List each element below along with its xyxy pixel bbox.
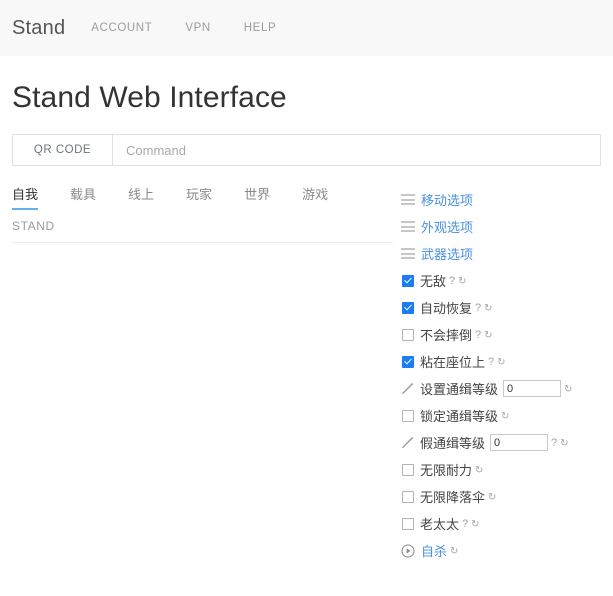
option-row[interactable]: 无限耐力↻ (401, 456, 613, 483)
play-icon[interactable] (401, 544, 415, 558)
breadcrumb: STAND (12, 219, 55, 233)
option-row[interactable]: 移动选项 (401, 186, 613, 213)
hamburger-icon[interactable] (401, 221, 415, 232)
option-row[interactable]: 外观选项 (401, 213, 613, 240)
loop-icon[interactable]: ↻ (488, 491, 497, 503)
tab-bar: 自我 载具 线上 玩家 世界 游戏 (12, 184, 393, 210)
loop-icon[interactable]: ↻ (564, 383, 573, 395)
qr-code-button[interactable]: QR CODE (12, 134, 113, 166)
options-list: 移动选项外观选项武器选项无敌?↻自动恢复?↻不会摔倒?↻粘在座位上?↻设置通缉等… (401, 184, 613, 564)
option-row[interactable]: 不会摔倒?↻ (401, 321, 613, 348)
loop-icon[interactable]: ↻ (450, 545, 459, 557)
option-label: 自动恢复 (420, 301, 473, 316)
hamburger-icon[interactable] (401, 194, 415, 205)
checkbox-icon[interactable] (402, 490, 414, 503)
checkbox-icon[interactable] (402, 301, 414, 314)
loop-icon[interactable]: ↻ (501, 410, 510, 422)
pencil-icon[interactable] (401, 436, 414, 449)
option-label[interactable]: 自杀 (421, 544, 448, 559)
checkbox-icon[interactable] (402, 355, 414, 368)
right-column: 移动选项外观选项武器选项无敌?↻自动恢复?↻不会摔倒?↻粘在座位上?↻设置通缉等… (393, 184, 613, 564)
help-icon[interactable]: ? (475, 329, 482, 341)
option-row[interactable]: 自杀↻ (401, 537, 613, 564)
help-icon[interactable]: ? (475, 302, 482, 314)
content-area: 自我载具线上玩家世界游戏 STAND 移动选项外观选项武器选项无敌?↻自动恢复?… (0, 184, 613, 564)
command-bar: QR CODE (12, 134, 601, 166)
checkbox-icon[interactable] (402, 517, 414, 530)
option-row[interactable]: 武器选项 (401, 240, 613, 267)
loop-icon[interactable]: ↻ (484, 302, 493, 314)
option-label[interactable]: 武器选项 (421, 247, 474, 262)
nav-link-vpn[interactable]: VPN (185, 22, 211, 34)
option-row[interactable]: 锁定通缉等级↻ (401, 402, 613, 429)
tab-0[interactable]: 自我 (12, 184, 39, 210)
nav-links: ACCOUNT VPN HELP (91, 22, 309, 34)
nav-link-account[interactable]: ACCOUNT (91, 22, 153, 34)
help-icon[interactable]: ? (551, 437, 558, 449)
loop-icon[interactable]: ↻ (458, 275, 467, 287)
option-row[interactable]: 老太太?↻ (401, 510, 613, 537)
loop-icon[interactable]: ↻ (471, 518, 480, 530)
checkbox-icon[interactable] (402, 409, 414, 422)
option-label: 锁定通缉等级 (420, 409, 499, 424)
option-row[interactable]: 粘在座位上?↻ (401, 348, 613, 375)
option-row[interactable]: 无敌?↻ (401, 267, 613, 294)
option-label: 无敌 (420, 274, 447, 289)
checkbox-icon[interactable] (402, 463, 414, 476)
option-label[interactable]: 移动选项 (421, 193, 474, 208)
help-icon[interactable]: ? (449, 275, 456, 287)
option-row[interactable]: 设置通缉等级 ↻ (401, 375, 613, 402)
loop-icon[interactable]: ↻ (497, 356, 506, 368)
option-label: 老太太 (420, 517, 460, 532)
pencil-icon[interactable] (401, 382, 414, 395)
help-icon[interactable]: ? (462, 518, 469, 530)
left-column: 自我 载具 线上 玩家 世界 游戏 STAND (0, 184, 393, 564)
tab-2[interactable]: 线上 (128, 187, 155, 202)
nav-link-help[interactable]: HELP (243, 22, 277, 34)
option-row[interactable]: 假通缉等级?↻ (401, 429, 613, 456)
option-row[interactable]: 自动恢复?↻ (401, 294, 613, 321)
option-label: 粘在座位上 (420, 355, 486, 370)
tab-1[interactable]: 载具 (70, 187, 97, 202)
loop-icon[interactable]: ↻ (475, 464, 484, 476)
option-label: 设置通缉等级 (420, 382, 499, 397)
help-icon[interactable]: ? (488, 356, 495, 368)
checkbox-icon[interactable] (402, 328, 414, 341)
tab-5[interactable]: 游戏 (302, 187, 329, 202)
option-value-input[interactable] (503, 380, 562, 397)
option-row[interactable]: 无限降落伞↻ (401, 483, 613, 510)
option-value-input[interactable] (490, 434, 549, 451)
option-label: 不会摔倒 (420, 328, 473, 343)
brand-logo[interactable]: Stand (12, 16, 66, 39)
loop-icon[interactable]: ↻ (560, 437, 569, 449)
hamburger-icon[interactable] (401, 248, 415, 259)
option-label: 无限降落伞 (420, 490, 486, 505)
option-label: 无限耐力 (420, 463, 473, 478)
option-label[interactable]: 外观选项 (421, 220, 474, 235)
page-title: Stand Web Interface (12, 81, 287, 114)
tab-4[interactable]: 世界 (244, 187, 271, 202)
option-label: 假通缉等级 (420, 436, 486, 451)
tab-3[interactable]: 玩家 (186, 187, 213, 202)
section-divider (12, 242, 393, 243)
command-input[interactable] (113, 134, 601, 166)
top-navbar: Stand ACCOUNT VPN HELP (0, 0, 613, 56)
checkbox-icon[interactable] (402, 274, 414, 287)
loop-icon[interactable]: ↻ (484, 329, 493, 341)
